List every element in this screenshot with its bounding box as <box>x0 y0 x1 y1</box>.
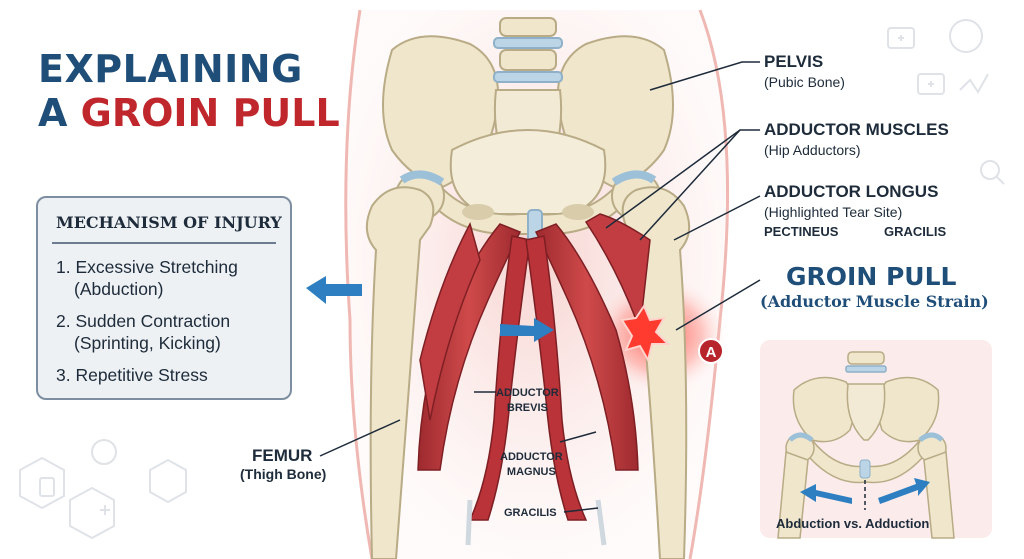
adductor-muscles-left <box>417 221 531 521</box>
label-groin-pull: GROIN PULL <box>786 262 957 291</box>
title-line-1: EXPLAINING <box>38 47 303 91</box>
mechanism-item-3: 3. Repetitive Stress <box>56 364 208 386</box>
label-adductor-brevis-line2: BREVIS <box>506 402 548 414</box>
label-femur: FEMUR <box>252 446 313 465</box>
label-femur-sub: (Thigh Bone) <box>240 466 327 482</box>
tear-site-mark <box>620 303 671 363</box>
leader-lines <box>319 61 761 513</box>
mechanism-of-injury-panel <box>36 196 292 400</box>
label-pelvis: PELVIS <box>764 52 824 71</box>
mechanism-divider <box>52 242 276 244</box>
mechanism-heading: MECHANISM OF INJURY <box>56 213 282 232</box>
abduction-arrow-left <box>306 276 362 304</box>
label-adductor-longus: ADDUCTOR LONGUS <box>764 182 939 201</box>
inset-caption: Abduction vs. Adduction <box>776 516 930 531</box>
label-adductor-muscles-sub: (Hip Adductors) <box>764 142 861 158</box>
label-pectineus: PECTINEUS <box>764 224 839 239</box>
title-line-2: A GROIN PULL <box>38 92 340 134</box>
label-pelvis-sub: (Pubic Bone) <box>764 74 845 90</box>
mechanism-item-2-line1: 2. Sudden Contraction <box>56 311 231 331</box>
label-adductor-magnus: ADDUCTOR MAGNUS <box>500 450 563 480</box>
inset-pelvis-diagram <box>760 340 992 539</box>
label-adductor-longus-sub: (Highlighted Tear Site) <box>764 204 903 220</box>
mechanism-item-3-line1: 3. Repetitive Stress <box>56 365 208 385</box>
femur-bones <box>365 171 691 559</box>
label-adductor-magnus-line1: ADDUCTOR <box>500 451 563 463</box>
mechanism-item-2-line2: (Sprinting, Kicking) <box>74 333 221 353</box>
tear-marker-badge: A <box>698 338 724 364</box>
label-adductor-brevis: ADDUCTOR BREVIS <box>496 386 559 416</box>
title-line-2-highlight: GROIN PULL <box>80 91 340 135</box>
title-line-2-prefix: A <box>38 91 81 135</box>
spine-vertebrae <box>493 17 563 83</box>
pelvis-bone <box>382 35 674 236</box>
mechanism-item-2: 2. Sudden Contraction (Sprinting, Kickin… <box>56 310 230 354</box>
label-gracilis-top: GRACILIS <box>884 224 947 239</box>
label-adductor-brevis-line1: ADDUCTOR <box>496 387 559 399</box>
label-groin-pull-sub: (Adductor Muscle Strain) <box>760 292 989 311</box>
adduction-arrow-right <box>500 318 554 342</box>
mechanism-item-1: 1. Excessive Stretching (Abduction) <box>56 256 238 300</box>
label-gracilis-bottom: GRACILIS <box>504 507 557 519</box>
background-medical-icons <box>19 19 1005 540</box>
label-adductor-muscles: ADDUCTOR MUSCLES <box>764 120 949 139</box>
label-adductor-magnus-line2: MAGNUS <box>506 466 556 478</box>
mechanism-item-1-line2: (Abduction) <box>74 279 164 299</box>
mechanism-item-1-line1: 1. Excessive Stretching <box>56 257 238 277</box>
